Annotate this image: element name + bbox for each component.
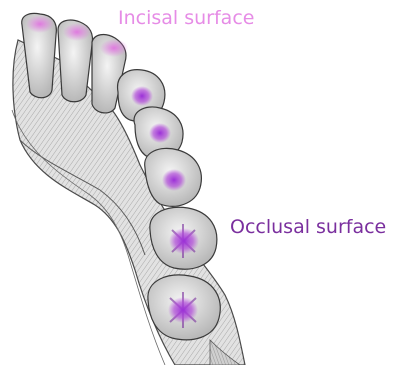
incisal-surface-label: Incisal surface [118, 7, 254, 29]
incisor-teeth [22, 13, 128, 113]
occlusal-surface-label: Occlusal surface [230, 216, 386, 238]
